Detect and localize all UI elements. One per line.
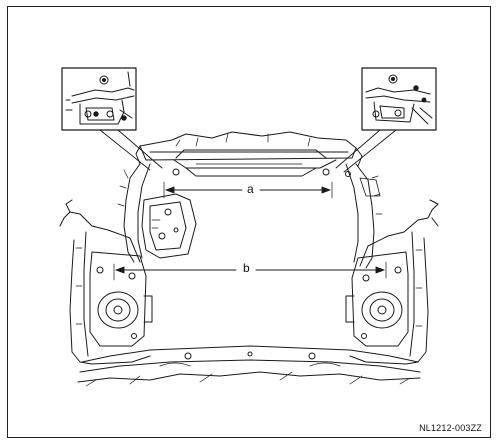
right-side-support [345, 163, 383, 269]
right-front-apron [345, 199, 439, 365]
arrowhead-a-right [321, 186, 331, 194]
dimension-label-b: b [240, 262, 253, 274]
upper-cross-member [135, 131, 363, 177]
left-side-support [117, 163, 197, 263]
arrowhead-a-left [165, 186, 175, 194]
cowl-dash-panel [77, 345, 421, 387]
left-inset-leader [99, 129, 163, 171]
arrowhead-b-right [375, 266, 385, 274]
left-detail-inset [61, 67, 137, 131]
right-inset-leader [335, 129, 397, 173]
dimension-line-b [113, 261, 387, 281]
dimension-line-a [163, 181, 333, 199]
right-detail-inset [361, 67, 437, 131]
dimension-label-a: a [244, 183, 257, 195]
arrowhead-b-left [115, 266, 125, 274]
figure-id: NL1212-003ZZ [419, 423, 482, 433]
left-front-apron [59, 199, 153, 365]
